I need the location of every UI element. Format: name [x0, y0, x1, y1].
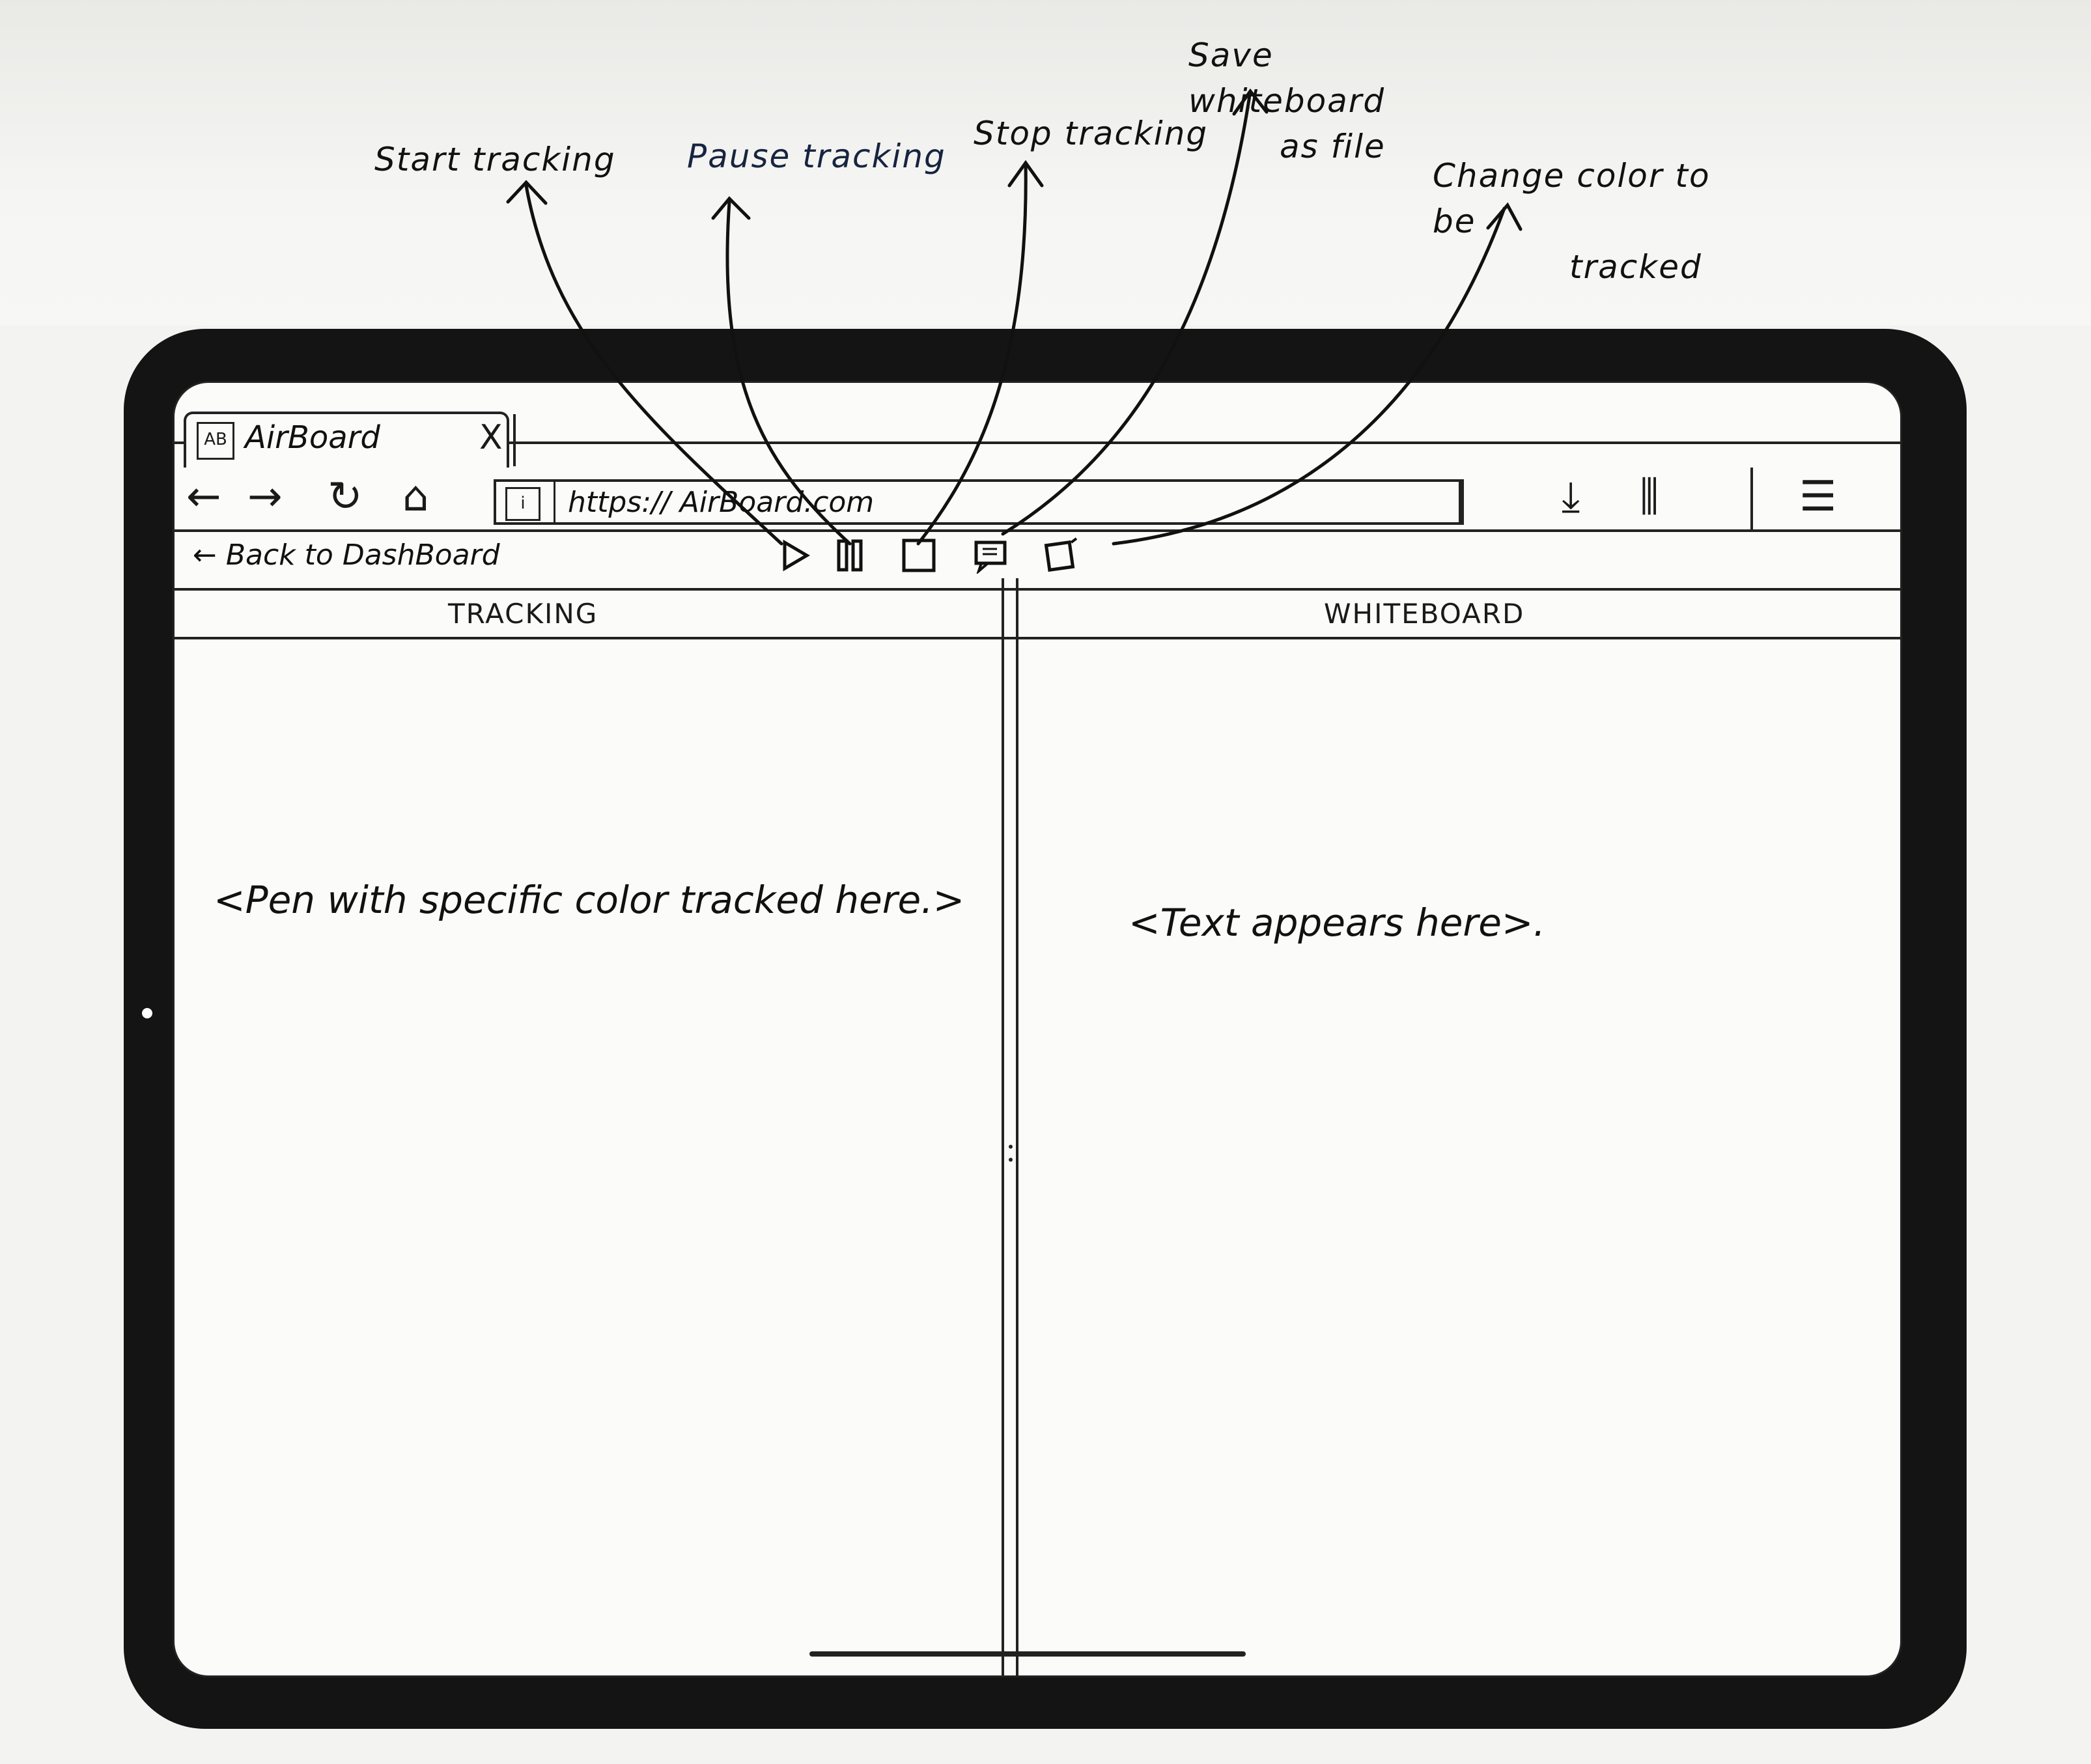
browser-tab-airboard[interactable]: AB AirBoard X [184, 412, 509, 468]
arrow-pause-tracking [725, 200, 852, 546]
tab-separator [513, 414, 516, 466]
forward-arrow-icon[interactable]: → [247, 473, 283, 521]
divider-grip-dot [1009, 1158, 1013, 1162]
pause-tracking-button[interactable] [832, 537, 869, 574]
paper-background [0, 0, 2091, 326]
annotation-pause-tracking: Pause tracking [687, 137, 946, 175]
arrow-start-tracking [524, 184, 783, 546]
navigation-bar: ← → ↻ ⌂ i https:// AirBoard.com ⤓ ⫼ ☰ [175, 468, 1900, 532]
url-separator [554, 482, 555, 522]
tab-title: AirBoard [245, 419, 380, 456]
annotation-change-color: Change color to be tracked [1433, 153, 1758, 290]
annotation-color-line2: tracked [1569, 248, 1702, 286]
url-text: https:// AirBoard.com [568, 486, 875, 519]
pane-resize-divider[interactable] [1002, 578, 1018, 1675]
start-tracking-button[interactable] [777, 537, 813, 574]
save-file-icon [974, 540, 1007, 576]
whiteboard-canvas-placeholder: <Text appears here>. [1129, 901, 1545, 945]
arrow-stop-tracking [916, 161, 1028, 546]
close-tab-icon[interactable]: X [479, 418, 503, 457]
tracking-pane-title: TRACKING [448, 598, 598, 630]
whiteboard-pane-title: WHITEBOARD [1324, 598, 1525, 630]
annotation-save-line1: Save whiteboard [1188, 36, 1386, 120]
reload-icon[interactable]: ↻ [328, 473, 363, 521]
download-icon[interactable]: ⤓ [1562, 473, 1580, 521]
library-icon[interactable]: ⫼ [1640, 473, 1659, 521]
site-info-icon[interactable]: i [505, 487, 540, 521]
annotation-save-whiteboard: Save whiteboard as file [1188, 33, 1468, 169]
tab-bar: AB AirBoard X [175, 383, 1900, 468]
change-color-button[interactable] [1044, 537, 1080, 574]
annotation-start-tracking: Start tracking [374, 141, 616, 178]
tablet-screen: AB AirBoard X ← → ↻ ⌂ i https:// AirBoar… [173, 381, 1902, 1677]
arrow-change-color [1112, 206, 1506, 546]
save-whiteboard-button[interactable] [972, 537, 1009, 576]
url-bar[interactable]: i https:// AirBoard.com [494, 479, 1464, 525]
color-picker-icon [1044, 537, 1078, 572]
back-arrow-icon[interactable]: ← [186, 473, 221, 521]
tracking-canvas-placeholder: <Pen with specific color tracked here.> [214, 878, 965, 922]
annotation-color-line1: Change color to be [1433, 157, 1711, 240]
airboard-favicon-icon: AB [197, 422, 234, 460]
annotation-stop-tracking: Stop tracking [974, 115, 1209, 152]
hamburger-menu-icon[interactable]: ☰ [1799, 473, 1837, 521]
back-to-dashboard-link[interactable]: ← Back to DashBoard [193, 539, 500, 572]
home-icon[interactable]: ⌂ [402, 473, 429, 521]
tablet-camera-dot [142, 1008, 152, 1018]
pane-header-row: TRACKING WHITEBOARD [175, 591, 1900, 639]
menu-separator [1750, 468, 1753, 529]
pause-icon [837, 539, 863, 572]
home-indicator-bar [809, 1651, 1246, 1657]
arrow-save-whiteboard [1001, 89, 1252, 536]
annotation-save-line2: as file [1280, 128, 1386, 165]
divider-grip-dot [1009, 1145, 1013, 1149]
app-toolbar: ← Back to DashBoard [175, 529, 1900, 591]
play-icon [783, 539, 810, 572]
